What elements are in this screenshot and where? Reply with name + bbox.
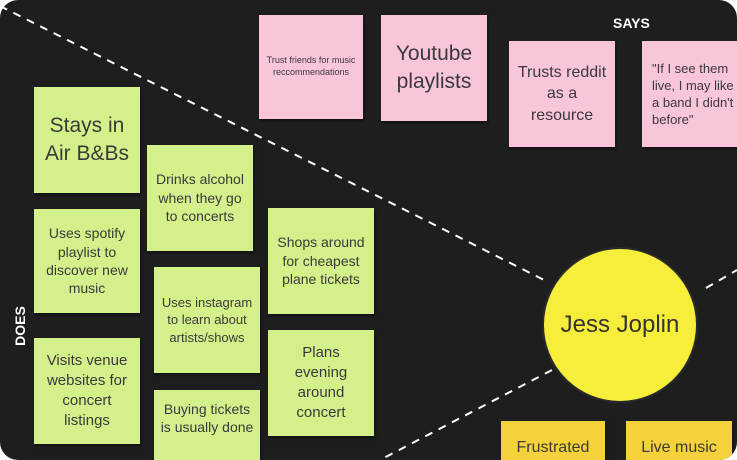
sticky-note[interactable]: Youtube playlists: [381, 15, 487, 121]
sticky-note[interactable]: Live music: [626, 421, 732, 460]
sticky-note-text: Trust friends for music reccommendations: [266, 55, 356, 77]
sticky-note[interactable]: Drinks alcohol when they go to concerts: [147, 145, 253, 251]
sticky-note[interactable]: Frustrated: [501, 421, 605, 460]
divider-line-top-left: [0, 5, 549, 283]
sticky-note[interactable]: Plans evening around concert: [268, 330, 374, 436]
sticky-note[interactable]: Stays in Air B&Bs: [34, 87, 140, 193]
sticky-note[interactable]: Trusts reddit as a resource: [509, 41, 615, 147]
sticky-note-text: Buying tickets is usually done: [160, 401, 254, 436]
sticky-note[interactable]: Trust friends for music reccommendations: [259, 15, 363, 119]
sticky-note-text: Plans evening around concert: [294, 344, 348, 421]
says-label: SAYS: [613, 15, 650, 31]
sticky-note-text: Frustrated: [516, 439, 590, 456]
sticky-note[interactable]: Visits venue websites for concert listin…: [34, 338, 140, 444]
sticky-note-text: "If I see them live, I may like a band I…: [652, 60, 734, 128]
sticky-note[interactable]: "If I see them live, I may like a band I…: [642, 41, 737, 147]
sticky-note[interactable]: Shops around for cheapest plane tickets: [268, 208, 374, 314]
sticky-note-text: Youtube playlists: [395, 42, 473, 93]
sticky-note-text: Drinks alcohol when they go to concerts: [156, 171, 244, 225]
sticky-note-text: Shops around for cheapest plane tickets: [277, 234, 365, 288]
sticky-note-text: Stays in Air B&Bs: [44, 114, 130, 165]
sticky-note-text: Uses spotify playlist to discover new mu…: [46, 225, 128, 297]
sticky-note[interactable]: Uses instagram to learn about artists/sh…: [154, 267, 260, 373]
persona-name: Jess Joplin: [560, 311, 680, 338]
sticky-note-text: Uses instagram to learn about artists/sh…: [161, 295, 253, 345]
sticky-note-text: Visits venue websites for concert listin…: [46, 352, 128, 429]
sticky-note[interactable]: Uses spotify playlist to discover new mu…: [34, 209, 140, 313]
sticky-note[interactable]: Buying tickets is usually done: [154, 390, 260, 460]
persona-circle[interactable]: Jess Joplin: [542, 247, 698, 403]
divider-line-bottom-left: [379, 369, 553, 460]
sticky-note-text: Trusts reddit as a resource: [517, 64, 607, 124]
does-label: DOES: [12, 306, 28, 346]
sticky-note-text: Live music: [641, 439, 717, 456]
divider-line-top-right: [705, 269, 737, 289]
